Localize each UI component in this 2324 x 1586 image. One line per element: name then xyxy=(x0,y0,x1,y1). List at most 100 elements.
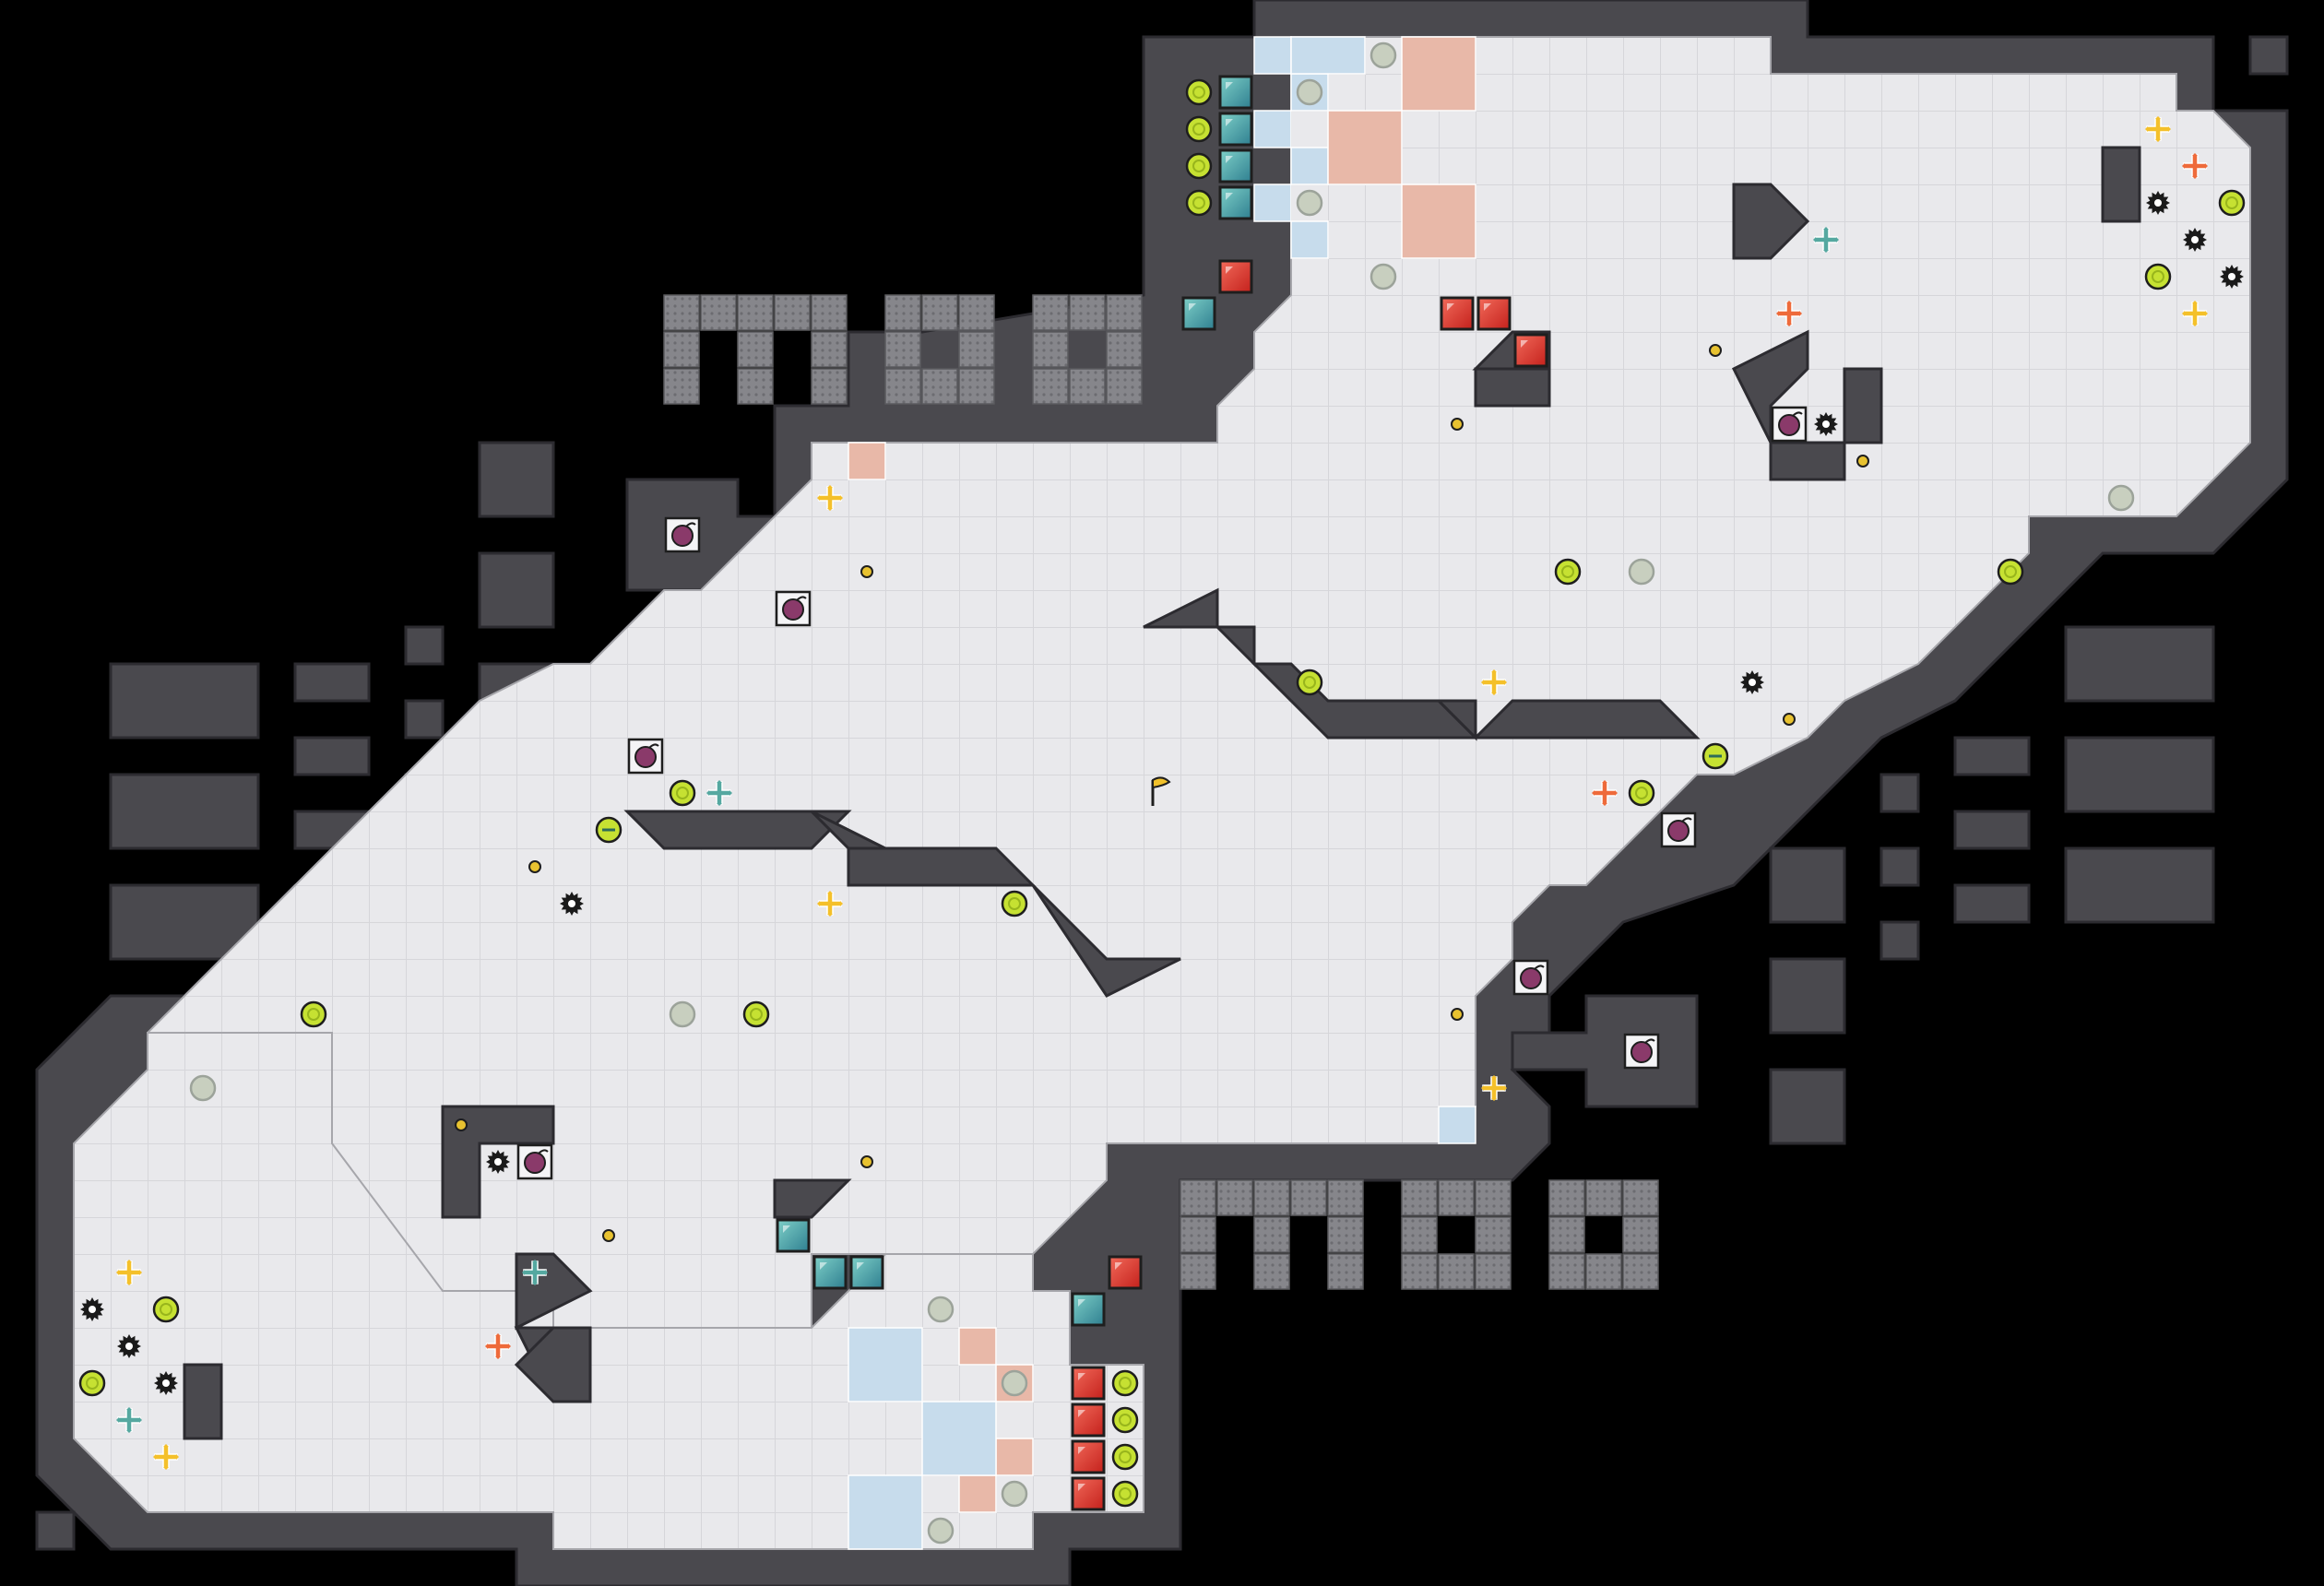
inactive-coin[interactable] xyxy=(1001,1369,1028,1397)
coin[interactable] xyxy=(1001,890,1028,917)
coin[interactable] xyxy=(78,1369,106,1397)
coin[interactable] xyxy=(152,1296,180,1323)
coin[interactable] xyxy=(300,1000,327,1028)
power-up[interactable] xyxy=(1481,669,1507,695)
coin[interactable] xyxy=(1997,558,2024,586)
small-pellet[interactable] xyxy=(455,1118,468,1131)
small-pellet[interactable] xyxy=(1451,418,1464,431)
shield-coin[interactable] xyxy=(595,816,622,844)
red-crate[interactable] xyxy=(1513,333,1548,368)
red-crate[interactable] xyxy=(1071,1403,1106,1438)
coin[interactable] xyxy=(1111,1443,1139,1471)
red-crate[interactable] xyxy=(1071,1476,1106,1511)
inactive-coin[interactable] xyxy=(1370,41,1397,69)
coin[interactable] xyxy=(1296,669,1323,696)
teal-crate[interactable] xyxy=(812,1255,848,1290)
coin[interactable] xyxy=(1185,78,1213,106)
teal-crate[interactable] xyxy=(776,1218,811,1253)
power-up[interactable] xyxy=(1481,1075,1507,1101)
small-pellet[interactable] xyxy=(860,1155,873,1168)
coin[interactable] xyxy=(1185,152,1213,180)
bomb[interactable] xyxy=(664,516,701,553)
inactive-coin[interactable] xyxy=(927,1296,954,1323)
bomb[interactable] xyxy=(627,738,664,775)
coin[interactable] xyxy=(1111,1480,1139,1508)
small-pellet[interactable] xyxy=(602,1229,615,1242)
metal-block xyxy=(1106,294,1143,331)
inactive-coin[interactable] xyxy=(1001,1480,1028,1508)
mine[interactable] xyxy=(80,1297,104,1321)
power-up[interactable] xyxy=(116,1260,142,1285)
power-up[interactable] xyxy=(706,780,732,806)
bomb[interactable] xyxy=(1660,811,1697,848)
coin[interactable] xyxy=(1185,115,1213,143)
coin[interactable] xyxy=(1628,779,1655,807)
power-up[interactable] xyxy=(1813,227,1839,253)
teal-crate[interactable] xyxy=(1071,1292,1106,1327)
coin-ring xyxy=(1119,1450,1132,1463)
bomb[interactable] xyxy=(1623,1033,1660,1070)
inactive-coin[interactable] xyxy=(1370,263,1397,290)
red-crate[interactable] xyxy=(1476,296,1512,331)
bomb[interactable] xyxy=(1771,406,1808,443)
teal-crate[interactable] xyxy=(1218,112,1253,147)
coin-ring xyxy=(1192,160,1205,172)
power-up[interactable] xyxy=(817,485,843,511)
red-crate[interactable] xyxy=(1071,1439,1106,1474)
small-pellet[interactable] xyxy=(860,565,873,578)
mine[interactable] xyxy=(154,1371,178,1395)
teal-crate[interactable] xyxy=(1218,148,1253,183)
red-crate[interactable] xyxy=(1218,259,1253,294)
teal-crate[interactable] xyxy=(849,1255,884,1290)
power-up[interactable] xyxy=(2182,301,2208,326)
power-up[interactable] xyxy=(817,891,843,917)
coin[interactable] xyxy=(1185,189,1213,217)
coin[interactable] xyxy=(1111,1369,1139,1397)
red-crate[interactable] xyxy=(1071,1366,1106,1401)
coin[interactable] xyxy=(1111,1406,1139,1434)
coin[interactable] xyxy=(2218,189,2246,217)
shield-coin[interactable] xyxy=(1702,742,1729,770)
mine[interactable] xyxy=(1814,412,1838,436)
small-pellet[interactable] xyxy=(528,860,541,873)
teal-crate[interactable] xyxy=(1218,185,1253,220)
power-up[interactable] xyxy=(116,1407,142,1433)
inactive-coin[interactable] xyxy=(927,1517,954,1545)
power-up[interactable] xyxy=(2182,153,2208,179)
power-up[interactable] xyxy=(485,1333,511,1359)
power-up[interactable] xyxy=(1592,780,1618,806)
inactive-coin[interactable] xyxy=(669,1000,696,1028)
red-crate[interactable] xyxy=(1108,1255,1143,1290)
coin[interactable] xyxy=(2144,263,2172,290)
power-up[interactable] xyxy=(1776,301,1802,326)
small-pellet[interactable] xyxy=(1783,713,1796,726)
coin[interactable] xyxy=(1554,558,1582,586)
mine[interactable] xyxy=(560,892,584,916)
small-pellet[interactable] xyxy=(1709,344,1722,357)
inactive-coin[interactable] xyxy=(1628,558,1655,586)
coin[interactable] xyxy=(669,779,696,807)
teal-crate[interactable] xyxy=(1181,296,1216,331)
coin[interactable] xyxy=(742,1000,770,1028)
bomb[interactable] xyxy=(1512,959,1549,996)
power-up[interactable] xyxy=(153,1444,179,1470)
mine[interactable] xyxy=(117,1334,141,1358)
mine[interactable] xyxy=(2220,265,2244,289)
bomb[interactable] xyxy=(516,1143,553,1180)
inactive-coin[interactable] xyxy=(189,1074,217,1102)
inactive-coin[interactable] xyxy=(1296,189,1323,217)
mine[interactable] xyxy=(1740,670,1764,694)
inactive-coin[interactable] xyxy=(1296,78,1323,106)
power-up[interactable] xyxy=(2145,116,2171,142)
flag[interactable] xyxy=(1151,776,1171,806)
mine[interactable] xyxy=(2146,191,2170,215)
bomb[interactable] xyxy=(775,590,812,627)
power-up[interactable] xyxy=(522,1260,548,1285)
mine[interactable] xyxy=(2183,228,2207,252)
inactive-coin[interactable] xyxy=(2107,484,2135,512)
teal-crate[interactable] xyxy=(1218,75,1253,110)
mine[interactable] xyxy=(486,1150,510,1174)
small-pellet[interactable] xyxy=(1856,455,1869,468)
small-pellet[interactable] xyxy=(1451,1008,1464,1021)
red-crate[interactable] xyxy=(1440,296,1475,331)
